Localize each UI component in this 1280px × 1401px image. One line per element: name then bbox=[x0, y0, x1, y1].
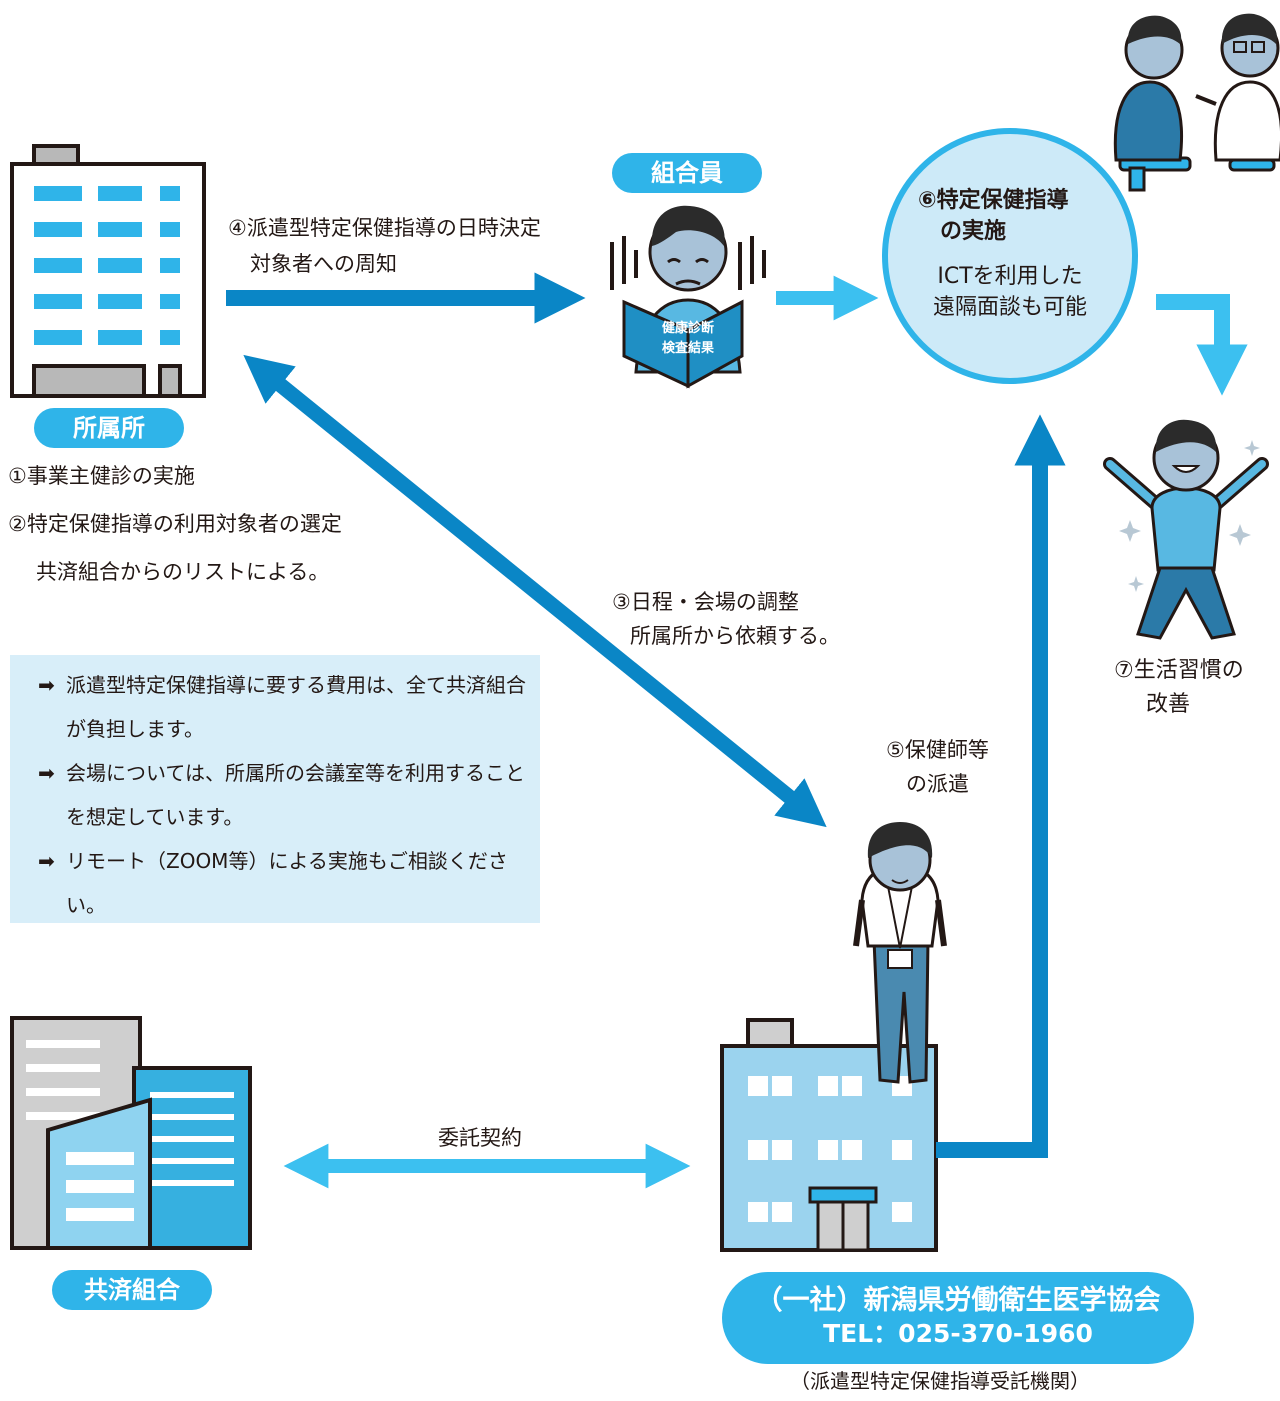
schedule-arrow bbox=[243, 354, 827, 828]
note-text-3: リモート（ZOOM等）による実施もご相談ください。 bbox=[66, 849, 508, 917]
step4-line2: 対象者への周知 bbox=[250, 252, 397, 276]
contract-label: 委託契約 bbox=[438, 1126, 522, 1150]
arrow-right-icon: ➡ bbox=[38, 849, 55, 873]
arrow-right-icon: ➡ bbox=[38, 673, 55, 697]
note-text-1: 派遣型特定保健指導に要する費用は、全て共済組合が負担します。 bbox=[66, 673, 526, 741]
affiliate-step2-note: 共済組合からのリストによる。 bbox=[36, 560, 330, 584]
organization-name: （一社）新潟県労働衛生医学協会 bbox=[755, 1285, 1161, 1316]
step7-line2: 改善 bbox=[1146, 692, 1191, 717]
step7-line1: ⑦生活習慣の bbox=[1114, 658, 1244, 683]
guidance-circle bbox=[882, 128, 1138, 384]
step4-line1: ④派遣型特定保健指導の日時決定 bbox=[228, 216, 541, 240]
health-association-building-icon bbox=[720, 1018, 938, 1252]
step3-line2: 所属所から依頼する。 bbox=[630, 624, 840, 648]
affiliate-step2: ②特定保健指導の利用対象者の選定 bbox=[8, 512, 342, 536]
member-figure-icon: 健康診断 検査結果 bbox=[610, 205, 766, 389]
consultation-icon bbox=[1113, 13, 1280, 192]
member-label: 組合員 bbox=[612, 153, 762, 193]
dispatch-arrow bbox=[936, 414, 1066, 1158]
mutual-aid-building-icon bbox=[10, 1016, 252, 1250]
affiliate-step1: ①事業主健診の実施 bbox=[8, 464, 195, 488]
note-item: ➡ リモート（ZOOM等）による実施もご相談ください。 bbox=[38, 839, 526, 927]
note-item: ➡ 派遣型特定保健指導に要する費用は、全て共済組合が負担します。 bbox=[38, 663, 526, 751]
organization-role: （派遣型特定保健指導受託機関） bbox=[790, 1369, 1090, 1393]
happy-person-icon bbox=[1103, 419, 1269, 640]
note-item: ➡ 会場については、所属所の会議室等を利用することを想定しています。 bbox=[38, 751, 526, 839]
step6-line4: 遠隔面談も可能 bbox=[932, 294, 1087, 320]
book-title-line2: 検査結果 bbox=[662, 340, 714, 356]
notes-box: ➡ 派遣型特定保健指導に要する費用は、全て共済組合が負担します。 ➡ 会場については… bbox=[10, 655, 540, 923]
arrow-right-icon: ➡ bbox=[38, 761, 55, 785]
guidance-to-improvement-arrow bbox=[1156, 294, 1248, 396]
guidance-detail: ICTを利用した 遠隔面談も可能 bbox=[900, 262, 1120, 324]
step5-line2: の派遣 bbox=[906, 772, 969, 796]
step6-line2: の実施 bbox=[940, 218, 1007, 244]
affiliate-building-icon bbox=[10, 144, 206, 398]
step5-line1: ⑤保健師等 bbox=[886, 738, 989, 762]
step6-line1: ⑥特定保健指導 bbox=[918, 188, 1069, 213]
organization-tel: TEL：025-370-1960 bbox=[823, 1319, 1093, 1348]
nurse-figure-icon bbox=[853, 822, 947, 1084]
guidance-heading: ⑥特定保健指導 の実施 bbox=[900, 186, 1130, 248]
note-text-2: 会場については、所属所の会議室等を利用することを想定しています。 bbox=[66, 761, 525, 829]
organization-box: （一社）新潟県労働衛生医学協会 TEL：025-370-1960 bbox=[722, 1272, 1194, 1364]
step6-line3: ICTを利用した bbox=[937, 264, 1083, 289]
book-title-line1: 健康診断 bbox=[662, 320, 714, 336]
affiliate-label: 所属所 bbox=[34, 408, 184, 448]
step3-line1: ③日程・会場の調整 bbox=[612, 590, 799, 614]
mutual-aid-label: 共済組合 bbox=[52, 1270, 212, 1310]
